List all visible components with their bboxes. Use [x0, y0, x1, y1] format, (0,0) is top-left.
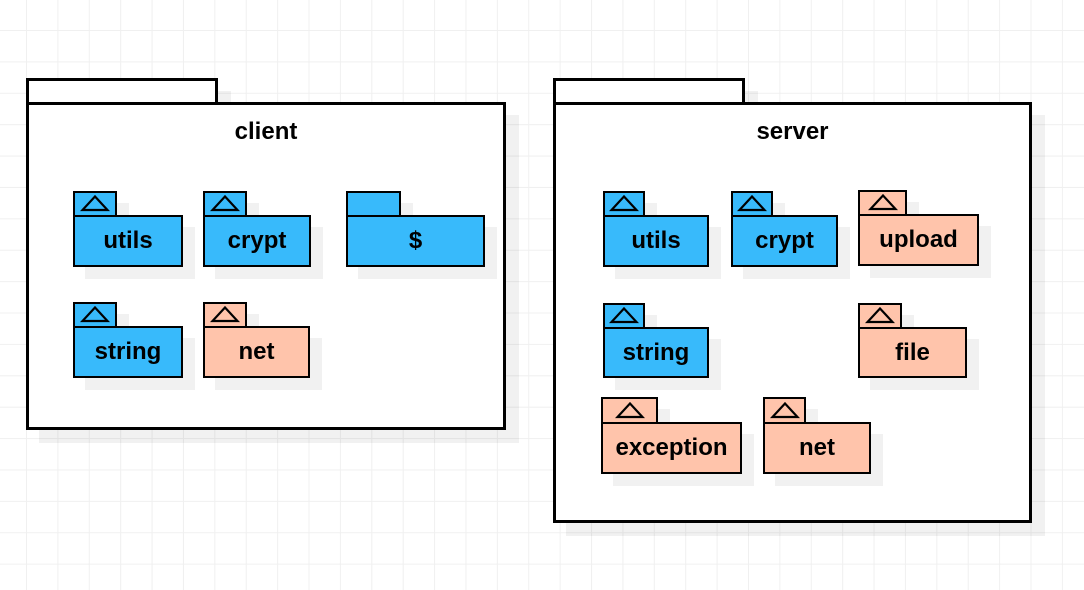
- folder-exception[interactable]: exception: [601, 397, 742, 474]
- folder-label-container: upload: [858, 214, 979, 266]
- folder-label-container: net: [763, 422, 871, 474]
- folder-label: exception: [615, 434, 728, 461]
- folder-label-container: net: [203, 326, 310, 378]
- folder-label: crypt: [227, 227, 287, 254]
- folder-label: net: [799, 434, 835, 461]
- package-client-tab: [26, 78, 218, 105]
- generalization-triangle-icon: [609, 307, 639, 324]
- folder-net[interactable]: net: [763, 397, 871, 474]
- folder-tab: [858, 303, 902, 329]
- folder-label: net: [238, 338, 275, 365]
- folder-label-container: utils: [603, 215, 709, 267]
- package-title: server: [756, 118, 829, 145]
- folder-file[interactable]: file: [858, 303, 967, 378]
- folder-tab: [603, 303, 645, 329]
- generalization-triangle-icon: [737, 195, 767, 212]
- folder-tab: [858, 190, 907, 216]
- folder-tab: [346, 191, 401, 217]
- folder-label: utils: [631, 227, 681, 254]
- generalization-triangle-icon: [867, 194, 898, 211]
- folder-label-container: $: [346, 215, 485, 267]
- folder-tab: [603, 191, 645, 217]
- folder-tab: [763, 397, 806, 424]
- folder-upload[interactable]: upload: [858, 190, 979, 266]
- folder-string[interactable]: string: [73, 302, 183, 378]
- folder-label: string: [94, 338, 162, 365]
- folder-label-container: file: [858, 327, 967, 378]
- generalization-triangle-icon: [609, 195, 639, 212]
- folder-label-container: crypt: [731, 215, 838, 267]
- generalization-triangle-icon: [769, 402, 800, 419]
- generalization-triangle-icon: [210, 306, 240, 323]
- package-server-tab: [553, 78, 745, 105]
- folder-crypt[interactable]: crypt: [731, 191, 838, 267]
- folder-label-container: crypt: [203, 215, 311, 267]
- folder-label-container: exception: [601, 422, 742, 474]
- folder-crypt[interactable]: crypt: [203, 191, 311, 267]
- folder-label-container: utils: [73, 215, 183, 267]
- folder-label: file: [895, 338, 930, 366]
- folder-tab: [601, 397, 658, 424]
- folder-label: $: [408, 227, 423, 254]
- folder-tab: [203, 191, 247, 217]
- folder-label: string: [622, 338, 690, 366]
- folder-label: upload: [879, 226, 958, 253]
- folder-tab: [731, 191, 773, 217]
- generalization-triangle-icon: [614, 402, 645, 419]
- folder-tab: [203, 302, 247, 328]
- folder-label: utils: [103, 227, 153, 254]
- folder-utils[interactable]: utils: [603, 191, 709, 267]
- generalization-triangle-icon: [865, 307, 895, 324]
- folder-utils[interactable]: utils: [73, 191, 183, 267]
- folder-tab: [73, 191, 117, 217]
- generalization-triangle-icon: [80, 306, 110, 323]
- generalization-triangle-icon: [80, 195, 110, 212]
- folder-label: crypt: [755, 227, 814, 254]
- folder-label-container: string: [603, 327, 709, 378]
- package-title: client: [234, 118, 298, 145]
- package-server[interactable]: server utils crypt upload: [553, 78, 1032, 523]
- folder-label-container: string: [73, 326, 183, 378]
- folder-net[interactable]: net: [203, 302, 310, 378]
- generalization-triangle-icon: [210, 195, 240, 212]
- folder-string[interactable]: string: [603, 303, 709, 378]
- folder-dollar[interactable]: $: [346, 191, 485, 267]
- package-client[interactable]: client utils crypt $: [26, 78, 506, 430]
- folder-tab: [73, 302, 117, 328]
